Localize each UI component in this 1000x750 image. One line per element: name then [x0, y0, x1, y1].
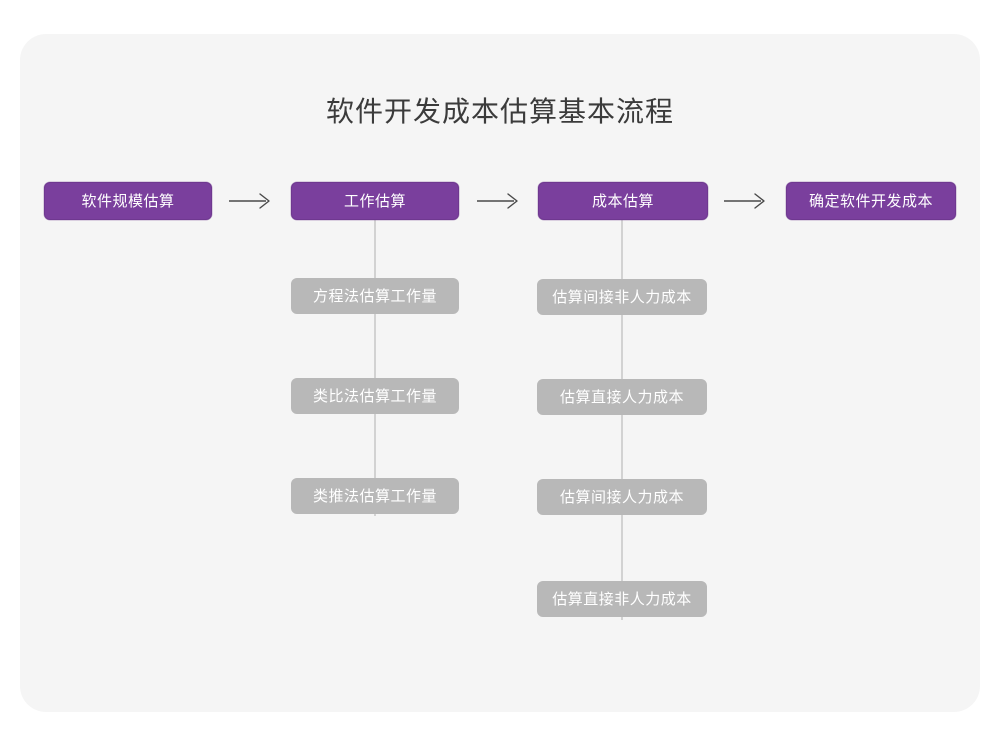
arrow-right-icon — [723, 190, 769, 212]
arrow-right-icon — [228, 190, 274, 212]
diagram-card — [20, 34, 980, 712]
node-effort-estimation[interactable]: 工作估算 — [291, 182, 459, 220]
node-software-scale-estimation[interactable]: 软件规模估算 — [44, 182, 212, 220]
arrow-right-icon — [476, 190, 522, 212]
node-direct-labor-cost[interactable]: 估算直接人力成本 — [537, 379, 707, 415]
node-extrapolation-method-effort[interactable]: 类推法估算工作量 — [291, 478, 459, 514]
node-indirect-nonlabor-cost[interactable]: 估算间接非人力成本 — [537, 279, 707, 315]
connector-line-cost-branch — [621, 220, 623, 620]
node-equation-method-effort[interactable]: 方程法估算工作量 — [291, 278, 459, 314]
node-cost-estimation[interactable]: 成本估算 — [538, 182, 708, 220]
node-determine-development-cost[interactable]: 确定软件开发成本 — [786, 182, 956, 220]
page-title: 软件开发成本估算基本流程 — [325, 96, 674, 127]
node-direct-nonlabor-cost[interactable]: 估算直接非人力成本 — [537, 581, 707, 617]
connector-line-effort-branch — [374, 220, 376, 516]
node-indirect-labor-cost[interactable]: 估算间接人力成本 — [537, 479, 707, 515]
node-analogy-method-effort[interactable]: 类比法估算工作量 — [291, 378, 459, 414]
